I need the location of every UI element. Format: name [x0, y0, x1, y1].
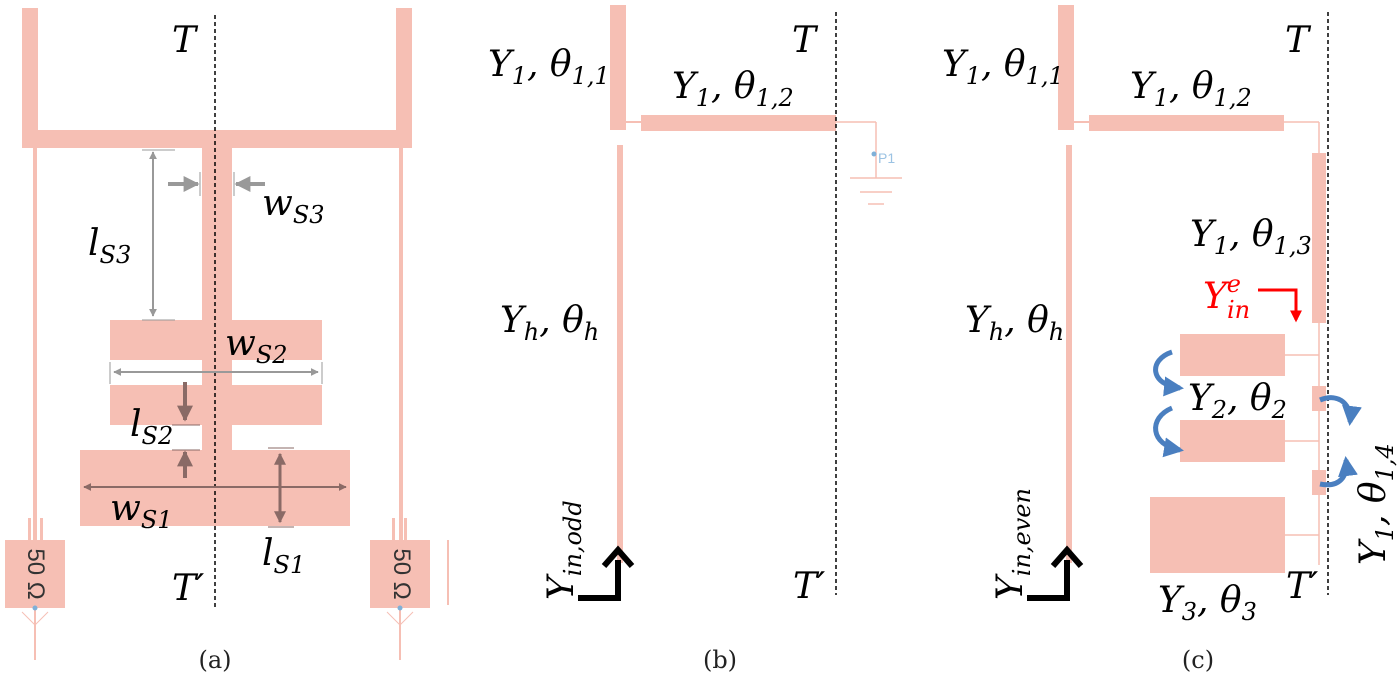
left-top-stub [22, 8, 38, 148]
c-input-arrow [1027, 560, 1070, 601]
c-label-y14: Y1, θ1,4 [1353, 443, 1399, 565]
right-port-tab-1 [392, 518, 395, 543]
panel-a-layout [5, 8, 430, 608]
right-port-tab-2 [404, 518, 407, 543]
c-curved-arrow-3 [1319, 395, 1362, 426]
central-stub [202, 148, 232, 320]
panel-b: P1 Y1, θ1,1 Y1, θ1,2 Yh, θh T T′ Yin,odd… [488, 5, 902, 674]
plane-label-t-prime-b: T′ [793, 566, 825, 607]
c-yin-e-arrow [1258, 288, 1302, 323]
plane-label-t-b: T [792, 20, 819, 61]
c-line-1-2 [1089, 115, 1284, 131]
plane-label-t-a: T [172, 20, 199, 61]
ws2-label: wS2 [225, 323, 288, 369]
c-stub-2-upper [1180, 334, 1285, 376]
caption-c: (c) [1182, 646, 1214, 674]
caption-b: (b) [703, 646, 737, 674]
left-port-label: 50 Ω [22, 548, 49, 599]
top-bar [22, 130, 412, 148]
right-feed-line [399, 148, 403, 548]
step-middle-block [110, 385, 322, 425]
panel-b-layout [610, 5, 836, 563]
right-port-lead-diag-1 [386, 611, 401, 626]
right-port-label: 50 Ω [388, 548, 415, 599]
panel-c-layout [1058, 5, 1326, 573]
caption-a: (a) [198, 646, 231, 674]
c-line-1-3 [1312, 153, 1326, 323]
left-port-box [5, 540, 65, 608]
c-label-yin-even: Yin,even [990, 488, 1036, 600]
left-port-lead-diag-1 [21, 611, 36, 626]
c-curved-arrow-4 [1319, 456, 1358, 488]
c-curved-arrow-1 [1153, 349, 1184, 397]
left-feed-line [33, 148, 37, 548]
ws1-label: wS1 [110, 488, 173, 534]
b-input-arrowhead [601, 545, 635, 568]
ls1-label: lS1 [262, 533, 305, 579]
step-upper-block [110, 320, 322, 360]
c-h-line [1066, 145, 1072, 563]
b-h-line [617, 145, 623, 563]
c-label-y12: Y1, θ1,2 [1130, 66, 1252, 112]
ls3-label: lS3 [88, 223, 131, 269]
ws3-label: wS3 [262, 183, 325, 229]
right-port-lead-diag-2 [399, 611, 414, 626]
b-stub-1-1 [610, 5, 626, 130]
left-port-tab-1 [28, 518, 31, 543]
ls2-label: lS2 [130, 404, 173, 450]
left-port-pin [32, 605, 38, 611]
c-label-y11: Y1, θ1,1 [942, 44, 1064, 90]
left-port-lead-diag-2 [34, 611, 49, 626]
plane-label-t-prime-c: T′ [1286, 566, 1318, 607]
c-stub-2-lower [1180, 420, 1285, 462]
plane-label-t-c: T [1285, 20, 1312, 61]
c-stub-1-1 [1058, 5, 1074, 130]
c-label-y3: Y3, θ3 [1158, 580, 1257, 626]
b-label-y11: Y1, θ1,1 [488, 44, 610, 90]
c-stub-3 [1150, 497, 1285, 573]
b-port-label: P1 [878, 150, 895, 166]
panel-a: 50 Ω 50 Ω T T′ lS3 wS3 wS2 lS2 wS1 lS1 (… [5, 8, 449, 674]
b-label-y12: Y1, θ1,2 [672, 66, 794, 112]
b-port-pin [871, 151, 877, 157]
c-label-yh: Yh, θh [965, 300, 1064, 346]
c-curved-arrow-2 [1153, 405, 1184, 458]
c-input-arrowhead [1050, 545, 1084, 568]
b-input-arrow [578, 560, 621, 601]
left-port-tab-2 [40, 518, 43, 543]
b-line-1-2 [641, 115, 836, 131]
right-port-pin [397, 605, 403, 611]
c-label-y2: Y2, θ2 [1188, 378, 1287, 424]
right-top-stub [396, 8, 412, 148]
b-label-yin-odd: Yin,odd [541, 500, 587, 600]
right-port-box [370, 540, 430, 608]
c-label-y13: Y1, θ1,3 [1190, 214, 1312, 260]
b-label-yh: Yh, θh [500, 300, 599, 346]
plane-label-t-prime-a: T′ [172, 568, 204, 609]
step-connector-2 [202, 425, 232, 450]
